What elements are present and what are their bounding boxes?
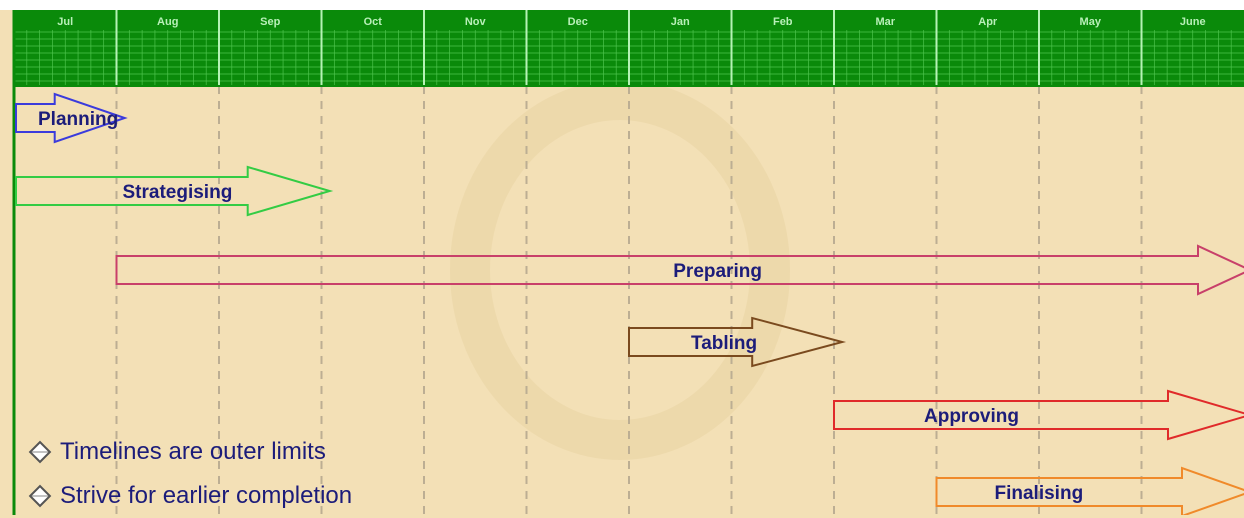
note-text: Strive for earlier completion — [60, 482, 352, 510]
phase-arrow — [937, 468, 1244, 515]
month-label: Dec — [568, 16, 588, 28]
phase-label: Approving — [924, 406, 1019, 427]
month-label: Mar — [875, 16, 895, 28]
note-item: Timelines are outer limits — [32, 430, 352, 474]
phase-label: Tabling — [691, 333, 757, 354]
phase-label: Strategising — [123, 182, 233, 203]
note-text: Timelines are outer limits — [60, 438, 326, 466]
month-label: Apr — [978, 16, 998, 28]
phase-label: Preparing — [673, 261, 762, 282]
month-label: Nov — [465, 16, 487, 28]
diamond-bullet-icon — [29, 441, 52, 464]
month-label: June — [1180, 16, 1206, 28]
month-label: Oct — [364, 16, 383, 28]
month-label: May — [1080, 16, 1102, 28]
phase-label: Finalising — [995, 483, 1084, 504]
month-label: Feb — [773, 16, 793, 28]
month-label: Jan — [671, 16, 690, 28]
phase-label: Planning — [38, 109, 118, 130]
notes-list: Timelines are outer limits Strive for ea… — [32, 430, 352, 518]
diamond-bullet-icon — [29, 485, 52, 508]
month-label: Sep — [260, 16, 280, 28]
month-label: Jul — [57, 16, 73, 28]
note-item: Strive for earlier completion — [32, 474, 352, 518]
month-label: Aug — [157, 16, 178, 28]
